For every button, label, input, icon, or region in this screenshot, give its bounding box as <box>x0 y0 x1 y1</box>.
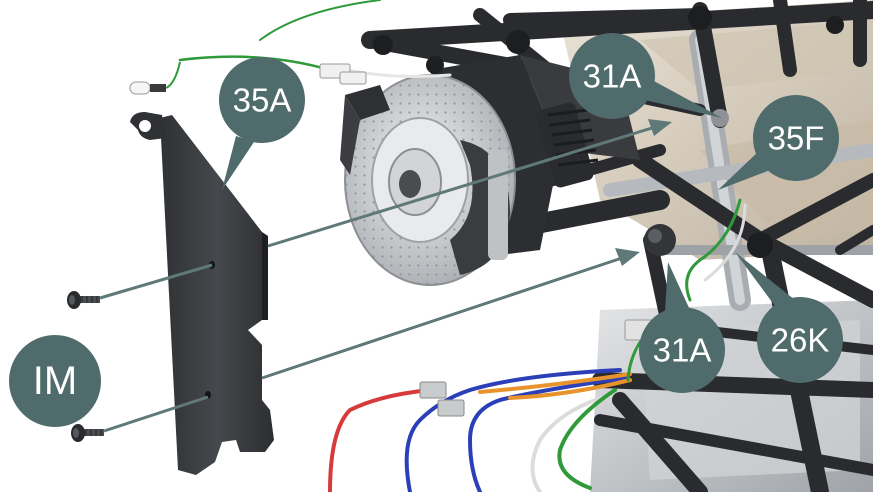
led-bulb <box>129 61 181 95</box>
callout-35f: 35F <box>718 95 839 190</box>
alignment-lines <box>99 126 653 433</box>
callout-31a-bottom: 31A <box>639 262 725 393</box>
callout-31a-top-text: 31A <box>583 58 642 95</box>
side-panel-35a <box>130 112 274 475</box>
callout-im: IM <box>9 335 101 427</box>
callout-31a-bottom-text: 31A <box>653 332 712 369</box>
alignment-arrowheads <box>615 119 672 266</box>
callout-31a-top: 31A <box>569 33 722 119</box>
callout-35f-text: 35F <box>768 120 825 157</box>
callout-im-text: IM <box>33 359 77 403</box>
callout-26k: 26K <box>735 252 843 383</box>
callout-35a-text: 35A <box>233 82 292 119</box>
screw-upper <box>67 291 100 309</box>
callout-26k-text: 26K <box>771 322 830 359</box>
callout-35a: 35A <box>219 57 305 190</box>
screw-lower <box>71 424 104 442</box>
wiring-loom <box>178 0 747 492</box>
